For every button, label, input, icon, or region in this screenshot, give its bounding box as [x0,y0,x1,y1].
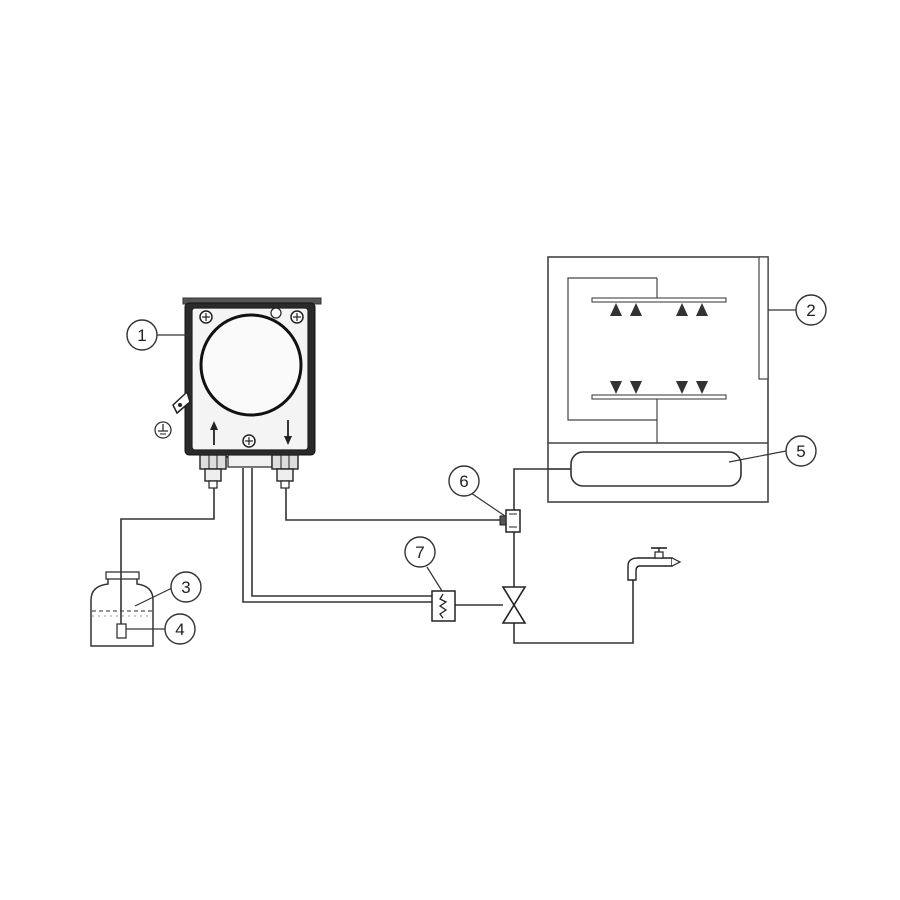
wash-tank-icon [548,451,742,487]
callout-6: 6 [448,465,480,497]
screw-icon [199,310,213,324]
callout-5-label: 5 [796,442,805,461]
suction-tube [120,488,215,624]
callout-4-label: 4 [175,620,184,639]
callout-2: 2 [795,294,827,326]
ground-symbol-icon [154,421,172,439]
callout-7: 7 [404,536,436,568]
bypass-tube-inner [251,468,432,597]
spray-arm-lower [591,381,727,400]
tube-fitting-icon [271,454,299,489]
spray-arm-upper [591,297,727,316]
injection-fitting-icon [499,509,521,533]
shutoff-valve-icon [501,586,527,624]
water-tap-icon [627,547,682,581]
flow-down-arrow-icon [284,420,292,445]
callout-5: 5 [785,435,817,467]
bypass-tube [242,468,432,603]
callout-leaders [126,309,796,630]
water-line-to-tank [513,468,571,512]
callout-2-label: 2 [806,301,815,320]
callout-7-label: 7 [415,543,424,562]
screw-icon [242,434,256,448]
callout-3: 3 [170,571,202,603]
callout-6-label: 6 [459,472,468,491]
discharge-tube [285,488,505,521]
callout-1: 1 [126,319,158,351]
callout-1-label: 1 [137,326,146,345]
suction-probe-icon [116,623,127,639]
check-valve-icon [431,590,456,622]
peristaltic-pump-icon [172,297,322,489]
flow-up-arrow-icon [210,421,218,445]
supply-line [513,578,634,644]
callout-3-label: 3 [181,578,190,597]
tube-fitting-icon [199,454,227,489]
screw-icon [290,310,304,324]
callout-4: 4 [164,613,196,645]
